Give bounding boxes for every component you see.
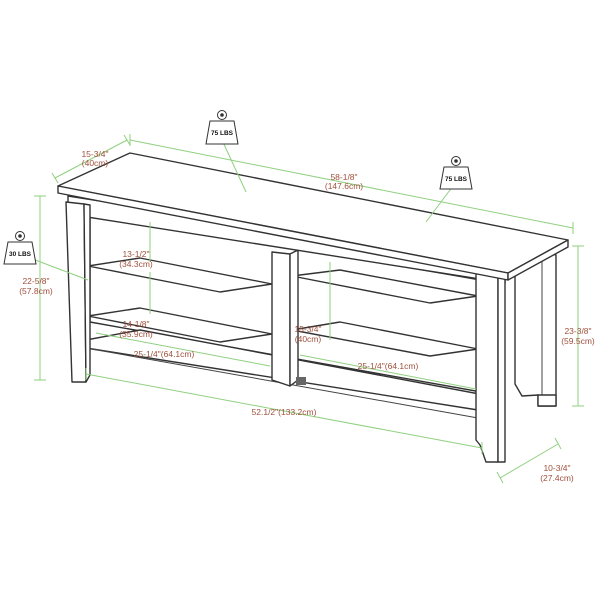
front-right-leg <box>475 265 499 463</box>
base-depth-in: 10-3/4" <box>543 463 570 473</box>
top-width-in: 58-1/8" <box>330 172 357 182</box>
weight-label: 75 LBS <box>445 176 468 183</box>
base-width: 52.1/2"(133.2cm) <box>252 407 317 417</box>
top-depth-cm: (40cm) <box>82 158 109 168</box>
tv-stand <box>57 152 569 463</box>
upper-opening-in: 13-1/2" <box>122 249 149 259</box>
right-height-in: 23-3/8" <box>564 326 591 336</box>
base-depth-cm: (27.4cm) <box>540 473 574 483</box>
left-height-in: 22-5/8" <box>22 276 49 286</box>
weight-badge-top-right: 75 LBS <box>439 156 473 190</box>
kettlebell-icon <box>3 241 37 265</box>
upper-opening-cm: (34.3cm) <box>119 259 153 269</box>
top-depth-in: 15-3/4" <box>81 149 108 159</box>
center-opening-in: 15-3/4" <box>294 324 321 334</box>
top-width-cm: (147.6cm) <box>325 181 363 191</box>
right-shelf-width: 25-1/4"(64.1cm) <box>358 361 419 371</box>
kettlebell-icon <box>439 166 473 190</box>
center-opening-cm: (40cm) <box>295 334 322 344</box>
lower-opening-in: 14-1/8" <box>122 319 149 329</box>
left-height-cm: (57.8cm) <box>19 286 53 296</box>
cable-slot <box>296 377 306 385</box>
left-shelf-width: 25-1/4"(64.1cm) <box>134 349 195 359</box>
kettlebell-icon <box>205 120 239 145</box>
weight-label: 75 LBS <box>211 130 234 137</box>
right-back-leg <box>537 394 557 407</box>
right-height-cm: (59.5cm) <box>561 336 595 346</box>
center-divider <box>271 251 291 387</box>
weight-label: 30 LBS <box>9 251 32 258</box>
weight-badge-top-left: 75 LBS <box>205 110 239 145</box>
dimension-labels: 15-3/4" (40cm) 58-1/8" (147.6cm) 22-5/8"… <box>19 149 595 483</box>
lower-opening-cm: (35.9cm) <box>119 329 153 339</box>
front-left-leg <box>65 201 87 383</box>
right-side-panel <box>514 251 557 407</box>
weight-badge-shelf: 30 LBS <box>3 231 37 265</box>
dimension-lines <box>29 134 584 484</box>
